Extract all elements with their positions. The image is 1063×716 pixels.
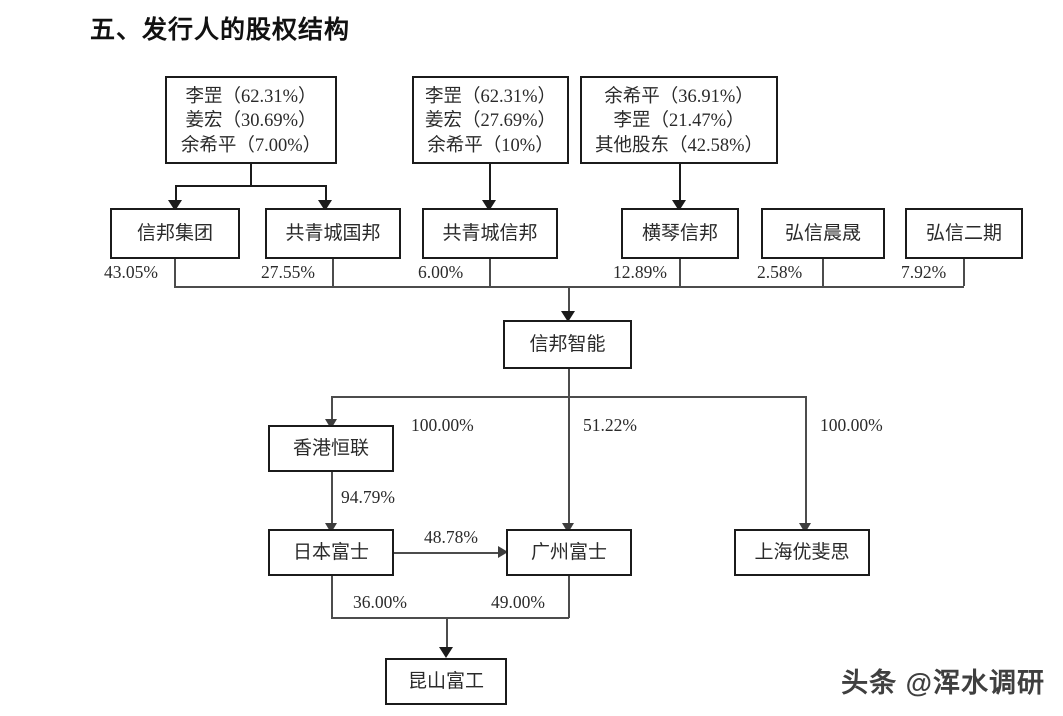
branch-guangzhou-fushi <box>568 396 570 524</box>
node-kunshan-fugong: 昆山富工 <box>385 658 507 705</box>
node-guangzhou-fushi: 广州富士 <box>506 529 632 576</box>
branch-hongkong-henglian <box>331 396 333 420</box>
node-hongkong-henglian: 香港恒联 <box>268 425 394 472</box>
watermark: 头条 @浑水调研 <box>841 668 1045 698</box>
arrow-to-xinbang-jituan <box>168 200 182 211</box>
shareholder-line: 余希平（36.91%） <box>604 87 754 107</box>
stem-gongqingcheng-xinbang <box>489 259 491 286</box>
pct-riben-to-kunshan: 36.00% <box>353 592 407 612</box>
connector-sh3-stem <box>679 164 682 202</box>
stem-issuer-down <box>568 369 570 397</box>
arrow-to-kunshan <box>439 647 453 658</box>
connector-sh1-bus <box>175 185 325 188</box>
shareholder-line: 姜宏（27.69%） <box>424 111 557 132</box>
shareholder-line: 其他股东（42.58%） <box>594 135 764 156</box>
stem-hongxin-erqi <box>963 259 965 286</box>
arrow-riben-to-guangzhou <box>498 546 508 558</box>
edge-henglian-to-riben <box>331 472 333 524</box>
shareholder-line: 李罡（21.47%） <box>613 111 745 132</box>
stem-hongxin-chensheng <box>822 259 824 286</box>
shareholder-line: 李罡（62.31%） <box>424 87 557 107</box>
pct-guangzhou-fushi: 51.22% <box>583 415 637 435</box>
node-xinbang-jituan: 信邦集团 <box>110 208 240 259</box>
pct-shanghai-youfeisi: 100.00% <box>820 415 883 435</box>
shareholder-line: 姜宏（30.69%） <box>185 111 317 132</box>
node-hongxin-chensheng: 弘信晨晟 <box>761 208 885 259</box>
arrow-to-issuer <box>561 311 575 322</box>
node-gongqingcheng-xinbang: 共青城信邦 <box>422 208 558 259</box>
node-shanghai-youfeisi: 上海优斐思 <box>734 529 870 576</box>
connector-sh1-stem <box>250 164 253 186</box>
edge-riben-to-guangzhou <box>394 552 500 554</box>
stem-riben-down <box>331 576 333 618</box>
pct-guangzhou-to-kunshan: 49.00% <box>491 592 545 612</box>
node-riben-fushi: 日本富士 <box>268 529 394 576</box>
pct-gongqingcheng-guobang: 27.55% <box>261 262 315 282</box>
page-title: 五、发行人的股权结构 <box>90 16 351 44</box>
shareholder-box-2: 李罡（62.31%） 姜宏（27.69%） 余希平（10%） <box>412 76 569 164</box>
stem-guangzhou-down <box>568 576 570 618</box>
arrow-henglian-to-riben <box>325 523 337 533</box>
stem-gongqingcheng-guobang <box>332 259 334 286</box>
pct-gongqingcheng-xinbang: 6.00% <box>418 262 464 282</box>
pct-henglian-to-riben: 94.79% <box>341 487 395 507</box>
merge-bus-kunshan <box>331 617 569 619</box>
pct-hongxin-chensheng: 2.58% <box>757 262 803 282</box>
pct-riben-to-guangzhou: 48.78% <box>424 527 478 547</box>
shareholder-line: 余希平（7.00%） <box>180 135 322 156</box>
stem-hengqin-xinbang <box>679 259 681 286</box>
node-xinbang-zhineng: 信邦智能 <box>503 320 632 369</box>
arrow-to-shanghai-youfeisi <box>799 523 811 533</box>
node-hengqin-xinbang: 横琴信邦 <box>621 208 739 259</box>
pct-xinbang-jituan: 43.05% <box>104 262 158 282</box>
pct-hongxin-erqi: 7.92% <box>901 262 947 282</box>
shareholder-box-3: 余希平（36.91%） 李罡（21.47%） 其他股东（42.58%） <box>580 76 778 164</box>
arrow-to-hongkong-henglian <box>325 419 337 429</box>
connector-sh1-right <box>325 185 328 202</box>
connector-sh1-left <box>175 185 178 202</box>
stem-to-issuer <box>568 286 570 313</box>
connector-sh2-stem <box>489 164 492 202</box>
shareholder-box-1: 李罡（62.31%） 姜宏（30.69%） 余希平（7.00%） <box>165 76 337 164</box>
arrow-to-hengqin-xinbang <box>672 200 686 211</box>
stem-xinbang-jituan <box>174 259 176 286</box>
pct-hengqin-xinbang: 12.89% <box>613 262 667 282</box>
arrow-to-gongqingcheng-guobang <box>318 200 332 211</box>
shareholder-line: 李罡（62.31%） <box>185 87 317 107</box>
node-gongqingcheng-guobang: 共青城国邦 <box>265 208 401 259</box>
shareholder-line: 余希平（10%） <box>427 135 554 156</box>
arrow-to-guangzhou-fushi <box>562 523 574 533</box>
stem-to-kunshan <box>446 617 448 649</box>
branch-shanghai-youfeisi <box>805 396 807 524</box>
pct-hongkong-henglian: 100.00% <box>411 415 474 435</box>
node-hongxin-erqi: 弘信二期 <box>905 208 1023 259</box>
arrow-to-gongqingcheng-xinbang <box>482 200 496 211</box>
